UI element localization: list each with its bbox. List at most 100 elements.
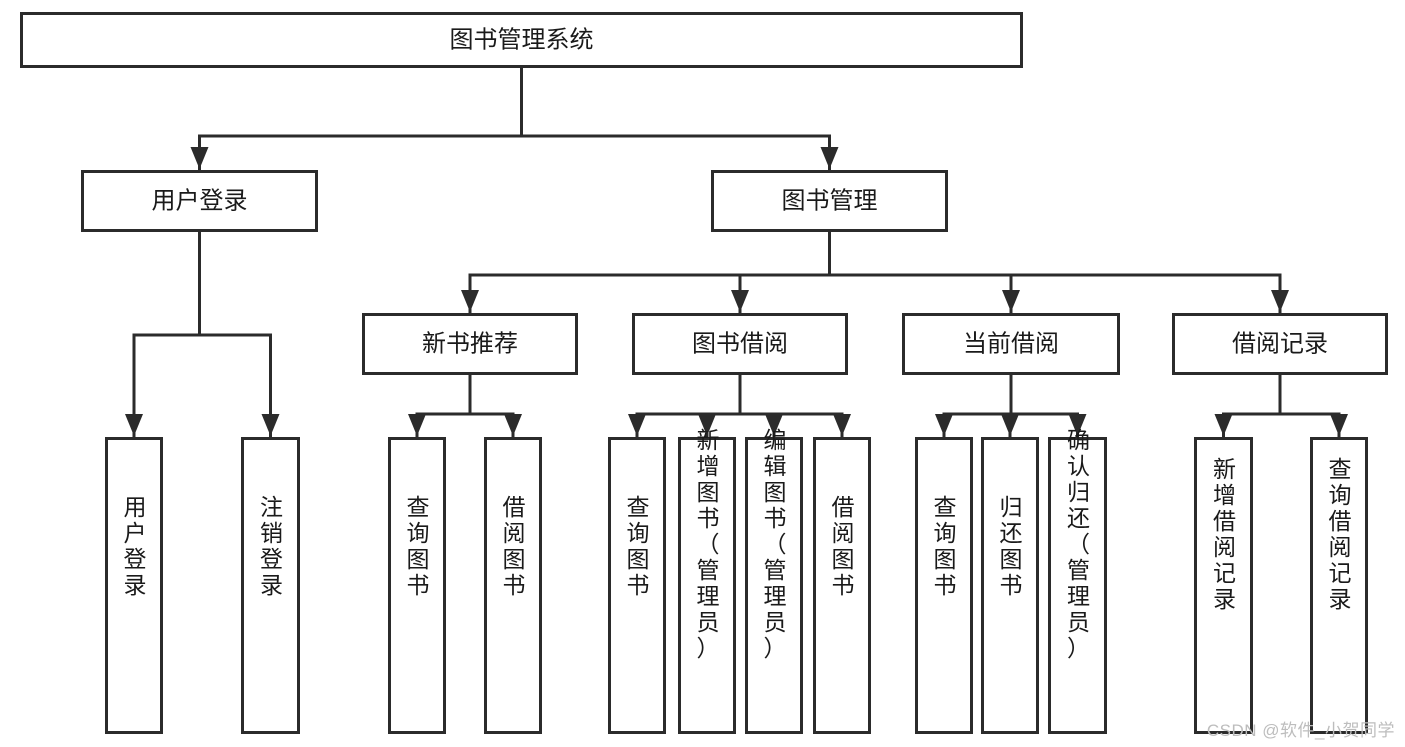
leaf-label-char: 图 bbox=[832, 546, 855, 572]
leaf-label-char: 记 bbox=[1329, 560, 1352, 586]
leaf-label-char: 登 bbox=[124, 546, 147, 572]
leaf-label-char: 书 bbox=[934, 572, 957, 598]
leaf-label-char: 注 bbox=[260, 494, 283, 520]
node-label: 借阅记录 bbox=[1232, 330, 1328, 357]
leaf-label-char: 图 bbox=[934, 546, 957, 572]
arrow-head-icon bbox=[820, 147, 839, 169]
arrow-head-icon bbox=[628, 414, 646, 436]
leaf-label-char: 录 bbox=[1213, 586, 1236, 612]
leaf-label-char: 销 bbox=[260, 520, 283, 546]
leaf-label-char: 询 bbox=[934, 520, 957, 546]
node-borrow-record[interactable]: 借阅记录 bbox=[1172, 313, 1388, 375]
node-label: 当前借阅 bbox=[963, 330, 1059, 357]
node-leaf-user-login[interactable]: 用户登录 bbox=[105, 437, 163, 734]
arrow-head-icon bbox=[125, 414, 143, 436]
arrow-head-icon bbox=[833, 414, 851, 436]
leaf-label-char: 书 bbox=[832, 572, 855, 598]
node-new-book-rec[interactable]: 新书推荐 bbox=[362, 313, 578, 375]
leaf-label-char: 书 bbox=[627, 572, 650, 598]
leaf-label-char: 书 bbox=[1000, 572, 1023, 598]
arrow-head-icon bbox=[1330, 414, 1348, 436]
arrow-head-icon bbox=[1002, 290, 1020, 312]
leaf-label-char: 理 bbox=[764, 583, 787, 609]
leaf-label-char: 查 bbox=[934, 494, 957, 520]
leaf-label-char: 理 bbox=[697, 583, 720, 609]
arrow-head-icon bbox=[190, 147, 209, 169]
arrow-head-icon bbox=[408, 414, 426, 436]
leaf-label-char: 认 bbox=[1067, 453, 1090, 479]
leaf-label-char: 编 bbox=[764, 427, 787, 453]
leaf-label-char: 管 bbox=[1067, 557, 1090, 583]
leaf-label-char: 新 bbox=[1213, 456, 1236, 482]
leaf-label-char: 辑 bbox=[764, 453, 787, 479]
leaf-label-char: 增 bbox=[1213, 482, 1236, 508]
leaf-label-char: 管 bbox=[697, 557, 720, 583]
node-label: 图书管理 bbox=[782, 187, 878, 214]
leaf-label-char: 图 bbox=[407, 546, 430, 572]
node-current-borrow[interactable]: 当前借阅 bbox=[902, 313, 1120, 375]
leaf-label-char: 还 bbox=[1067, 505, 1090, 531]
leaf-label-char: 查 bbox=[1329, 456, 1352, 482]
leaf-label-char: 询 bbox=[1329, 482, 1352, 508]
leaf-label-char: 书 bbox=[697, 505, 720, 531]
leaf-label-char: 借 bbox=[832, 494, 855, 520]
arrow-head-icon bbox=[1068, 414, 1087, 436]
leaf-label-char: 记 bbox=[1213, 560, 1236, 586]
node-user-login[interactable]: 用户登录 bbox=[81, 170, 318, 232]
leaf-label-char: 查 bbox=[407, 494, 430, 520]
leaf-label-char: 图 bbox=[697, 479, 720, 505]
leaf-label-char: 书 bbox=[764, 505, 787, 531]
arrow-head-icon bbox=[504, 414, 522, 436]
leaf-label-char: ） bbox=[697, 635, 720, 661]
leaf-label-char: 阅 bbox=[1213, 534, 1236, 560]
leaf-label-char: 借 bbox=[503, 494, 526, 520]
node-layer: 图书管理系统用户登录图书管理新书推荐图书借阅当前借阅借阅记录用户登录注销登录查询… bbox=[20, 12, 1388, 734]
arrow-head-icon bbox=[261, 414, 280, 436]
node-book-borrow[interactable]: 图书借阅 bbox=[632, 313, 848, 375]
leaf-label-char: 新 bbox=[697, 427, 720, 453]
arrow-head-icon bbox=[935, 414, 953, 436]
arrow-head-icon bbox=[1001, 414, 1019, 436]
leaf-label-char: 阅 bbox=[503, 520, 526, 546]
leaf-label-char: 录 bbox=[260, 572, 283, 598]
leaf-label-char: 确 bbox=[1067, 427, 1090, 453]
leaf-label-char: 归 bbox=[1067, 479, 1090, 505]
arrow-head-icon bbox=[765, 414, 783, 436]
node-root[interactable]: 图书管理系统 bbox=[20, 12, 1023, 68]
leaf-label-char: 阅 bbox=[1329, 534, 1352, 560]
node-book-manage[interactable]: 图书管理 bbox=[711, 170, 948, 232]
node-label: 用户登录 bbox=[152, 187, 248, 214]
leaf-label-char: （ bbox=[697, 531, 720, 557]
leaf-label-char: （ bbox=[764, 531, 787, 557]
node-label: 图书管理系统 bbox=[450, 26, 594, 53]
leaf-label-char: 图 bbox=[503, 546, 526, 572]
edge-layer bbox=[125, 66, 1348, 438]
leaf-label-char: 书 bbox=[407, 572, 430, 598]
leaf-label-char: 图 bbox=[627, 546, 650, 572]
leaf-label-char: 员 bbox=[764, 609, 787, 635]
leaf-label-char: 询 bbox=[407, 520, 430, 546]
leaf-label-char: 归 bbox=[1000, 494, 1023, 520]
leaf-label-char: 借 bbox=[1213, 508, 1236, 534]
leaf-label-char: ） bbox=[1067, 635, 1090, 661]
leaf-label-char: 借 bbox=[1329, 508, 1352, 534]
leaf-label-char: 图 bbox=[1000, 546, 1023, 572]
node-label: 新书推荐 bbox=[422, 330, 518, 357]
leaf-label-char: 增 bbox=[697, 453, 720, 479]
leaf-label-char: 还 bbox=[1000, 520, 1023, 546]
leaf-label-char: 户 bbox=[124, 520, 147, 546]
